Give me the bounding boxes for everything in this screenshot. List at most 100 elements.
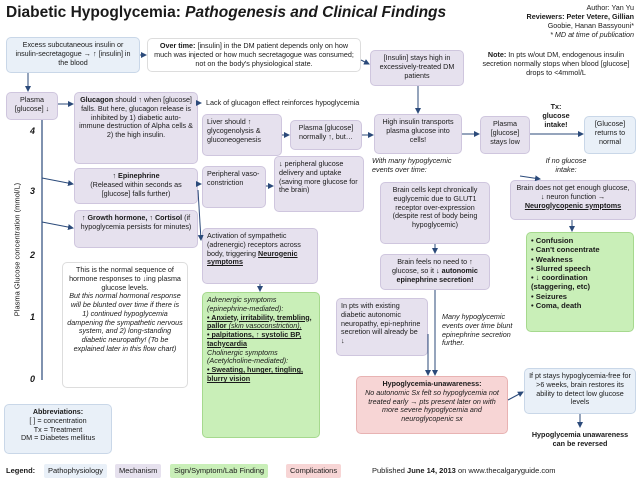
unaware-text: No autonomic Sx felt so hypoglycemia not… — [365, 387, 499, 424]
reviewers-line: Reviewers: Peter Vetere, Gillian — [526, 12, 634, 21]
tx-glucose-box: Tx: glucose intake! — [534, 100, 578, 130]
no-glucose-text: If no glucose intake: — [545, 156, 587, 174]
lack-glucagon-box: Lack of glucagon effect reinforces hypog… — [202, 96, 372, 110]
unaware-title: Hypoglycemia-unawareness: — [382, 379, 482, 388]
overtime-box: Over time: [insulin] in the DM patient d… — [147, 38, 361, 72]
legend-pathophysiology: Pathophysiology — [44, 464, 108, 478]
many-hypo-box: Many hypoglycemic events over time blunt… — [438, 310, 524, 358]
neurogenic-symptoms: Neurogenic symptoms — [207, 248, 298, 267]
plasma-normal-box: Plasma [glucose] normally ↑, but… — [290, 120, 362, 150]
hypo-events-text: With many hypoglycemic events over time: — [372, 156, 452, 174]
reversed-title: Hypoglycemia unawareness can be reversed — [531, 430, 629, 448]
normal-seq-italic: But this normal hormonal response will b… — [67, 291, 183, 354]
tx-text: Tx: glucose intake! — [542, 102, 570, 129]
brain-no-need-box: Brain feels no need to ↑ glucose, so it … — [380, 254, 490, 290]
md-note: * MD at time of publication — [550, 30, 634, 39]
abbr-3: DM = Diabetes mellitus — [20, 433, 96, 443]
many-hypo-text: Many hypoglycemic events over time blunt… — [442, 312, 513, 348]
y-axis-label: Plasma Glucose concentration (mmol/L) — [12, 182, 22, 317]
cholinergic-heading: Cholinergic symptoms (Acetylcholine-medi… — [207, 347, 289, 366]
adrenergic-symptoms-box: Adrenergic symptoms (epinephrine-mediate… — [202, 292, 320, 438]
sympathetic-box: Activation of sympathetic (adrenergic) r… — [202, 228, 318, 284]
reduced-delivery-text: ↓ peripheral glucose delivery and uptake… — [279, 159, 358, 195]
adrenergic-symptom-item: Anxiety, irritability, trembling, pallor… — [207, 313, 315, 332]
neuroglycopenic-symptoms-box: ConfusionCan't concentrateWeaknessSlurre… — [526, 232, 634, 332]
published-date: June 14, 2013 — [407, 466, 456, 475]
note-box: Note: In pts w/out DM, endogenous insuli… — [478, 48, 634, 88]
legend-label: Legend: — [6, 466, 36, 475]
abbreviations-box: Abbreviations: [ ] = concentration Tx = … — [4, 404, 112, 454]
legend-bar: Legend: Pathophysiology Mechanism Sign/S… — [0, 462, 640, 480]
cholinergic-symptom-item: Sweating, hunger, tingling, blurry visio… — [207, 365, 315, 384]
overtime-text: [insulin] in the DM patient depends only… — [154, 41, 354, 68]
neuro-title: Neuroglycopenic symptoms — [524, 200, 622, 210]
brain-cells-text: Brain cells kept chronically euglycemic … — [392, 185, 478, 230]
neuro-symptom-item: Can't concentrate — [531, 245, 629, 254]
published-line: Published June 14, 2013 on www.thecalgar… — [368, 464, 560, 478]
brain-no-need-text: Brain feels no need to ↑ glucose, so it — [392, 257, 473, 275]
tick-0: 0 — [30, 374, 36, 384]
title-sub: Pathogenesis and Clinical Findings — [185, 4, 447, 21]
pts-neuropathy-box: In pts with existing diabetic autonomic … — [336, 298, 428, 356]
tick-2: 2 — [30, 250, 36, 260]
legend-complications: Complications — [286, 464, 342, 478]
no-glucose-box: If no glucose intake: — [534, 154, 598, 176]
adrenergic-note: (skin vasoconstriction), — [226, 321, 302, 331]
legend-mechanism: Mechanism — [115, 464, 162, 478]
growth-hormone-box: ↑ Growth hormone, ↑ Cortisol (if hypogly… — [74, 210, 198, 248]
neuro-symptom-item: Slurred speech — [531, 264, 629, 273]
gh-text: (if hypoglycemia persists for minutes) — [80, 213, 192, 231]
tick-1: 1 — [30, 312, 36, 322]
insulin-high-text: [Insulin] stays high in excessively-trea… — [379, 53, 455, 80]
reversed-text: If pt stays hypoglycemia-free for >6 wee… — [529, 371, 631, 407]
page-title: Diabetic Hypoglycemia: Pathogenesis and … — [6, 4, 446, 22]
epi-text: (Released within seconds as [glucose] fa… — [90, 179, 182, 198]
neuro-symptom-item: Confusion — [531, 236, 629, 245]
pts-neuro-text: In pts with existing diabetic autonomic … — [341, 301, 421, 346]
sympathetic-text: Activation of sympathetic (adrenergic) r… — [207, 231, 301, 258]
neuro-symptom-item: ↓ coordination (staggering, etc) — [531, 273, 629, 292]
tick-3: 3 — [30, 186, 36, 196]
brain-not-enough-box: Brain does not get enough glucose, ↓ neu… — [510, 180, 636, 220]
plasma-glucose-down-box: Plasma [glucose] ↓ — [6, 92, 58, 120]
overtime-bold: Over time: — [159, 41, 196, 50]
glucagon-box: Glucagon should ↑ when [glucose] falls. … — [74, 92, 198, 164]
adrenergic-heading: Adrenergic symptoms (epinephrine-mediate… — [207, 295, 284, 313]
liver-box: Liver should ↑ glycogenolysis & gluconeo… — [202, 114, 282, 156]
legend-sign: Sign/Symptom/Lab Finding — [170, 464, 269, 478]
epi-bold: ↑ Epinephrine — [112, 171, 160, 180]
tick-4: 4 — [30, 126, 36, 136]
plasma-low-box: Plasma [glucose] stays low — [480, 116, 530, 154]
neuro-symptom-list: ConfusionCan't concentrateWeaknessSlurre… — [531, 236, 629, 310]
author-line: Author: Yan Yu — [586, 3, 634, 12]
neuro-symptom-item: Coma, death — [531, 301, 629, 310]
authors-block: Author: Yan Yu Reviewers: Peter Vetere, … — [527, 3, 634, 39]
reviewers-line-2: Goobie, Hanan Bassyouni* — [547, 21, 634, 30]
epinephrine-box: ↑ Epinephrine (Released within seconds a… — [74, 168, 198, 204]
arrow-gh — [41, 221, 74, 230]
reduced-delivery-box: ↓ peripheral glucose delivery and uptake… — [274, 156, 364, 212]
brain-not-enough-text: Brain does not get enough glucose, ↓ neu… — [516, 183, 630, 201]
plasma-low-text: Plasma [glucose] stays low — [490, 119, 520, 146]
published-pre: Published — [372, 466, 405, 475]
excess-insulin-box: Excess subcutaneous insulin or insulin-s… — [6, 37, 140, 73]
note-bold: Note: — [487, 50, 507, 59]
arrow-overtime-insulin — [360, 59, 370, 65]
arrow-epi-symp — [197, 189, 204, 241]
returns-normal-text: [Glucose] returns to normal — [594, 119, 626, 146]
plasma-down-text: Plasma [glucose] ↓ — [14, 95, 50, 113]
glucagon-bold: Glucagon — [80, 95, 114, 104]
high-insulin-box: High insulin transports plasma glucose i… — [374, 114, 462, 154]
adrenergic-list: Anxiety, irritability, trembling, pallor… — [207, 313, 315, 349]
lack-glucagon-text: Lack of glucagon effect reinforces hypog… — [206, 98, 360, 107]
cholinergic-list: Sweating, hunger, tingling, blurry visio… — [207, 365, 315, 384]
arrow-unaware-free — [507, 391, 524, 401]
title-main: Diabetic Hypoglycemia: — [6, 4, 181, 21]
gh-bold: ↑ Growth hormone, ↑ Cortisol — [81, 213, 183, 222]
stays-free-box: If pt stays hypoglycemia-free for >6 wee… — [524, 368, 636, 414]
normal-sequence-box: This is the normal sequence of hormone r… — [62, 262, 188, 388]
excess-text: Excess subcutaneous insulin or insulin-s… — [15, 40, 131, 67]
adrenergic-symptom-item: palpitations, ↑ systolic BP, tachycardia — [207, 330, 315, 349]
abbr-title: Abbreviations: — [32, 407, 84, 416]
plasma-normal-text: Plasma [glucose] normally ↑, but… — [298, 123, 354, 141]
